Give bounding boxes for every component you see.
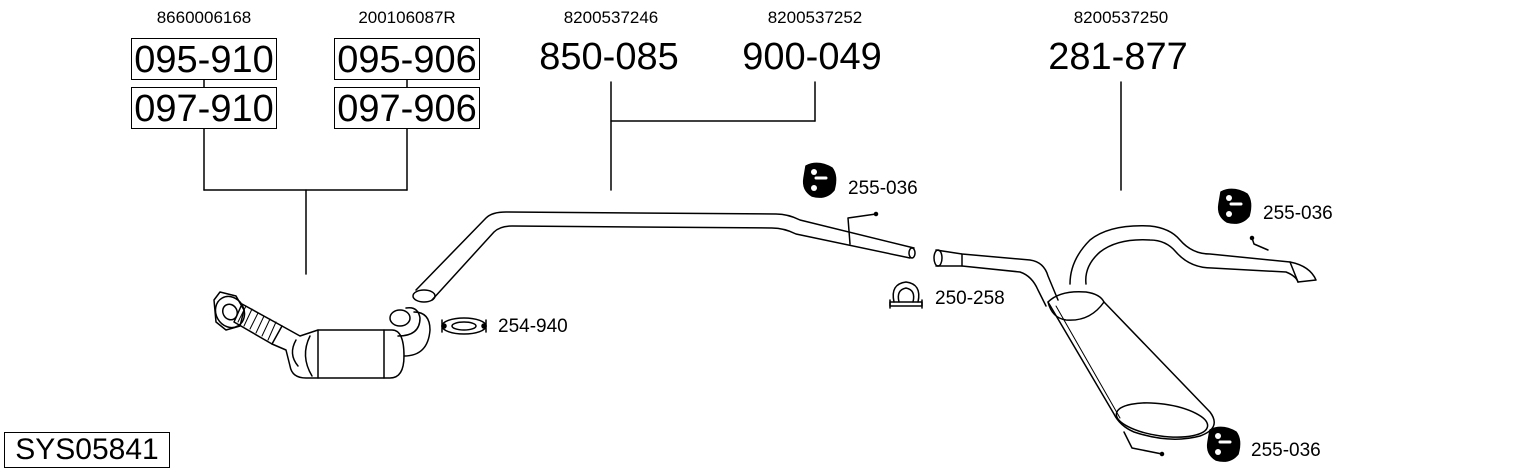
oem-number: 8660006168 bbox=[156, 8, 252, 27]
rear-silencer-part bbox=[933, 225, 1317, 457]
accessory-label[interactable]: 254-940 bbox=[498, 316, 568, 337]
accessory-label[interactable]: 250-258 bbox=[935, 288, 1005, 309]
pipe-clamp-icon bbox=[889, 281, 923, 309]
leader-lines bbox=[203, 77, 1122, 275]
accessory-label[interactable]: 255-036 bbox=[848, 178, 918, 199]
part-number-box[interactable]: 097-910 bbox=[131, 87, 277, 130]
part-number[interactable]: 850-085 bbox=[539, 36, 679, 78]
oem-number: 8200537246 bbox=[563, 8, 659, 27]
part-number-box[interactable]: 095-910 bbox=[131, 38, 277, 81]
oem-number: 200106087R bbox=[358, 8, 456, 27]
accessory-label[interactable]: 255-036 bbox=[1263, 203, 1333, 224]
system-code-box: SYS05841 bbox=[4, 432, 170, 468]
part-number-box[interactable]: 097-906 bbox=[334, 87, 480, 130]
part-number[interactable]: 281-877 bbox=[1048, 36, 1188, 78]
part-number-box[interactable]: 095-906 bbox=[334, 38, 480, 81]
rubber-hanger-icon bbox=[802, 162, 837, 198]
accessory-label[interactable]: 255-036 bbox=[1251, 440, 1321, 461]
flange-clamp-icon bbox=[441, 317, 487, 335]
middle-pipe-part bbox=[412, 211, 916, 303]
oem-number: 8200537252 bbox=[767, 8, 863, 27]
rubber-hanger-icon bbox=[1206, 426, 1241, 462]
part-number[interactable]: 900-049 bbox=[742, 36, 882, 78]
catalytic-converter-part bbox=[213, 291, 431, 379]
oem-number: 8200537250 bbox=[1073, 8, 1169, 27]
rubber-hanger-icon bbox=[1217, 188, 1252, 224]
